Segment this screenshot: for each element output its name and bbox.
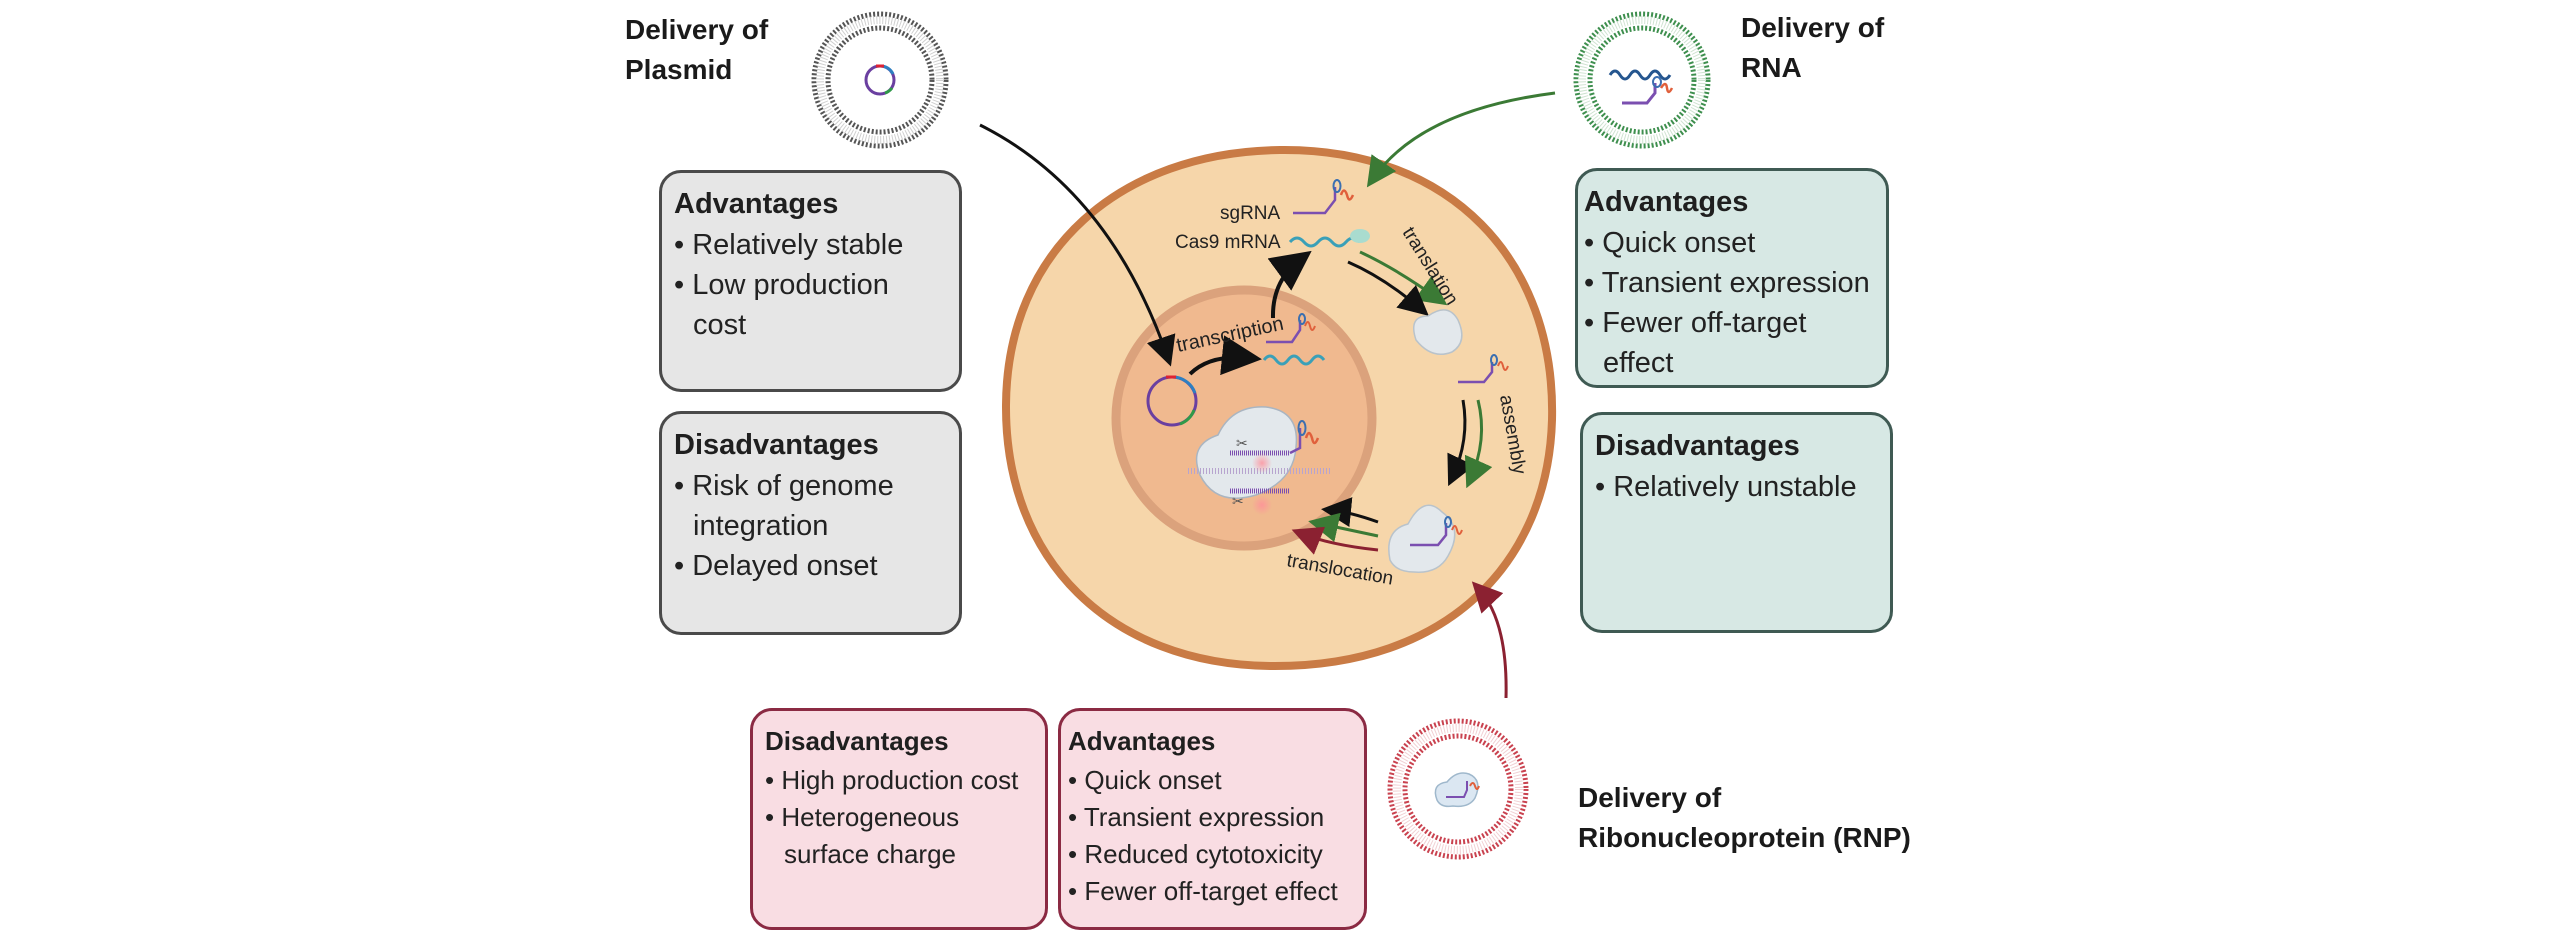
rna-delivery-arrow — [1366, 91, 1556, 188]
rnp-title-line2: Ribonucleoprotein (RNP) — [1578, 822, 1911, 853]
export-arrow — [1267, 250, 1312, 319]
mrna-icon — [1608, 69, 1672, 81]
plasmid-disadvantages-list: Risk of genome integration Delayed onset — [674, 466, 947, 586]
rnp-title-line1: Delivery of — [1578, 782, 1722, 813]
box-heading: Advantages — [1068, 726, 1216, 756]
cytoplasm-sgrna-icon — [1293, 179, 1355, 215]
list-item: Low production cost — [674, 265, 947, 345]
translation-arrow-rna — [1359, 250, 1448, 306]
plasmid-title-line2: Plasmid — [625, 54, 733, 85]
rna-disadvantages-box: Disadvantages Relatively unstable — [1580, 412, 1893, 633]
list-item: Delayed onset — [674, 546, 947, 586]
list-item: Transient expression — [1584, 263, 1874, 303]
cas9-mrna-label: Cas9 mRNA — [1175, 232, 1281, 253]
list-item: Heterogeneous surface charge — [765, 799, 1033, 873]
rna-liposome-icon — [1573, 11, 1711, 149]
free-sgrna-icon — [1458, 354, 1509, 384]
sgrna-label: sgRNA — [1220, 203, 1281, 224]
plasmid-title-line1: Delivery of — [625, 14, 769, 45]
rnp-advantages-list: Quick onset Transient expression Reduced… — [1068, 762, 1352, 910]
plasmid-delivery-arrow — [979, 123, 1176, 367]
plasmid-advantages-list: Relatively stable Low production cost — [674, 225, 947, 345]
list-item: Fewer off-target effect — [1584, 303, 1874, 383]
rnp-disadvantages-box: Disadvantages High production cost Heter… — [750, 708, 1048, 930]
rnp-disadvantages-list: High production cost Heterogeneous surfa… — [765, 762, 1033, 873]
rnp-delivery-arrow — [1471, 581, 1508, 699]
rna-advantages-box: Advantages Quick onset Transient express… — [1575, 168, 1889, 388]
sgrna-icon — [1622, 76, 1674, 105]
list-item: Transient expression — [1068, 799, 1352, 836]
ribosome-icon — [1350, 229, 1370, 243]
rna-title-line2: RNA — [1741, 52, 1802, 83]
box-heading: Advantages — [1584, 186, 1749, 218]
genome-editing-complex-icon: ✂ ✂ — [1188, 406, 1330, 515]
cytoplasm-rnp-icon — [1388, 504, 1463, 573]
plasmid-icon — [864, 64, 896, 96]
list-item: Relatively unstable — [1595, 467, 1878, 507]
rnp-liposome-icon — [1387, 718, 1529, 860]
box-heading: Disadvantages — [1595, 430, 1800, 462]
list-item: Relatively stable — [674, 225, 947, 265]
transcription-arrow — [1188, 335, 1262, 376]
translocation-arrow-plasmid — [1321, 497, 1379, 528]
translocation-arrow-rnp — [1291, 526, 1379, 555]
nuclear-transcripts-icon — [1262, 313, 1326, 366]
cas9-protein-icon — [1413, 309, 1463, 355]
translocation-arrow-rna — [1308, 512, 1379, 543]
nuclear-plasmid-icon — [1146, 375, 1198, 427]
plasmid-delivery-title: Delivery of Plasmid — [625, 10, 768, 90]
box-heading: Disadvantages — [674, 429, 879, 461]
list-item: Risk of genome integration — [674, 466, 947, 546]
plasmid-liposome-icon — [811, 11, 949, 149]
cell — [1001, 145, 1557, 671]
scissors-icon: ✂ — [1236, 435, 1248, 451]
rna-advantages-list: Quick onset Transient expression Fewer o… — [1584, 223, 1874, 383]
rnp-delivery-title: Delivery of Ribonucleoprotein (RNP) — [1578, 778, 1911, 858]
plasmid-advantages-box: Advantages Relatively stable Low product… — [659, 170, 962, 392]
rnp-advantages-box: Advantages Quick onset Transient express… — [1058, 708, 1367, 930]
box-heading: Advantages — [674, 188, 839, 220]
list-item: Quick onset — [1584, 223, 1874, 263]
scissors-icon: ✂ — [1232, 493, 1244, 509]
list-item: Reduced cytotoxicity — [1068, 836, 1352, 873]
assembly-arrow-plasmid — [1447, 399, 1475, 487]
box-heading: Disadvantages — [765, 726, 949, 756]
assembly-arrow-rna — [1464, 399, 1493, 489]
rnp-complex-icon — [1434, 772, 1480, 808]
rna-delivery-title: Delivery of RNA — [1741, 8, 1884, 88]
list-item: Fewer off-target effect — [1068, 873, 1352, 910]
list-item: High production cost — [765, 762, 1033, 799]
rna-title-line1: Delivery of — [1741, 12, 1885, 43]
plasmid-disadvantages-box: Disadvantages Risk of genome integration… — [659, 411, 962, 635]
translation-arrow-plasmid — [1347, 260, 1429, 316]
list-item: Quick onset — [1068, 762, 1352, 799]
cas9-mrna-icon — [1288, 229, 1370, 248]
rna-disadvantages-list: Relatively unstable — [1595, 467, 1878, 507]
